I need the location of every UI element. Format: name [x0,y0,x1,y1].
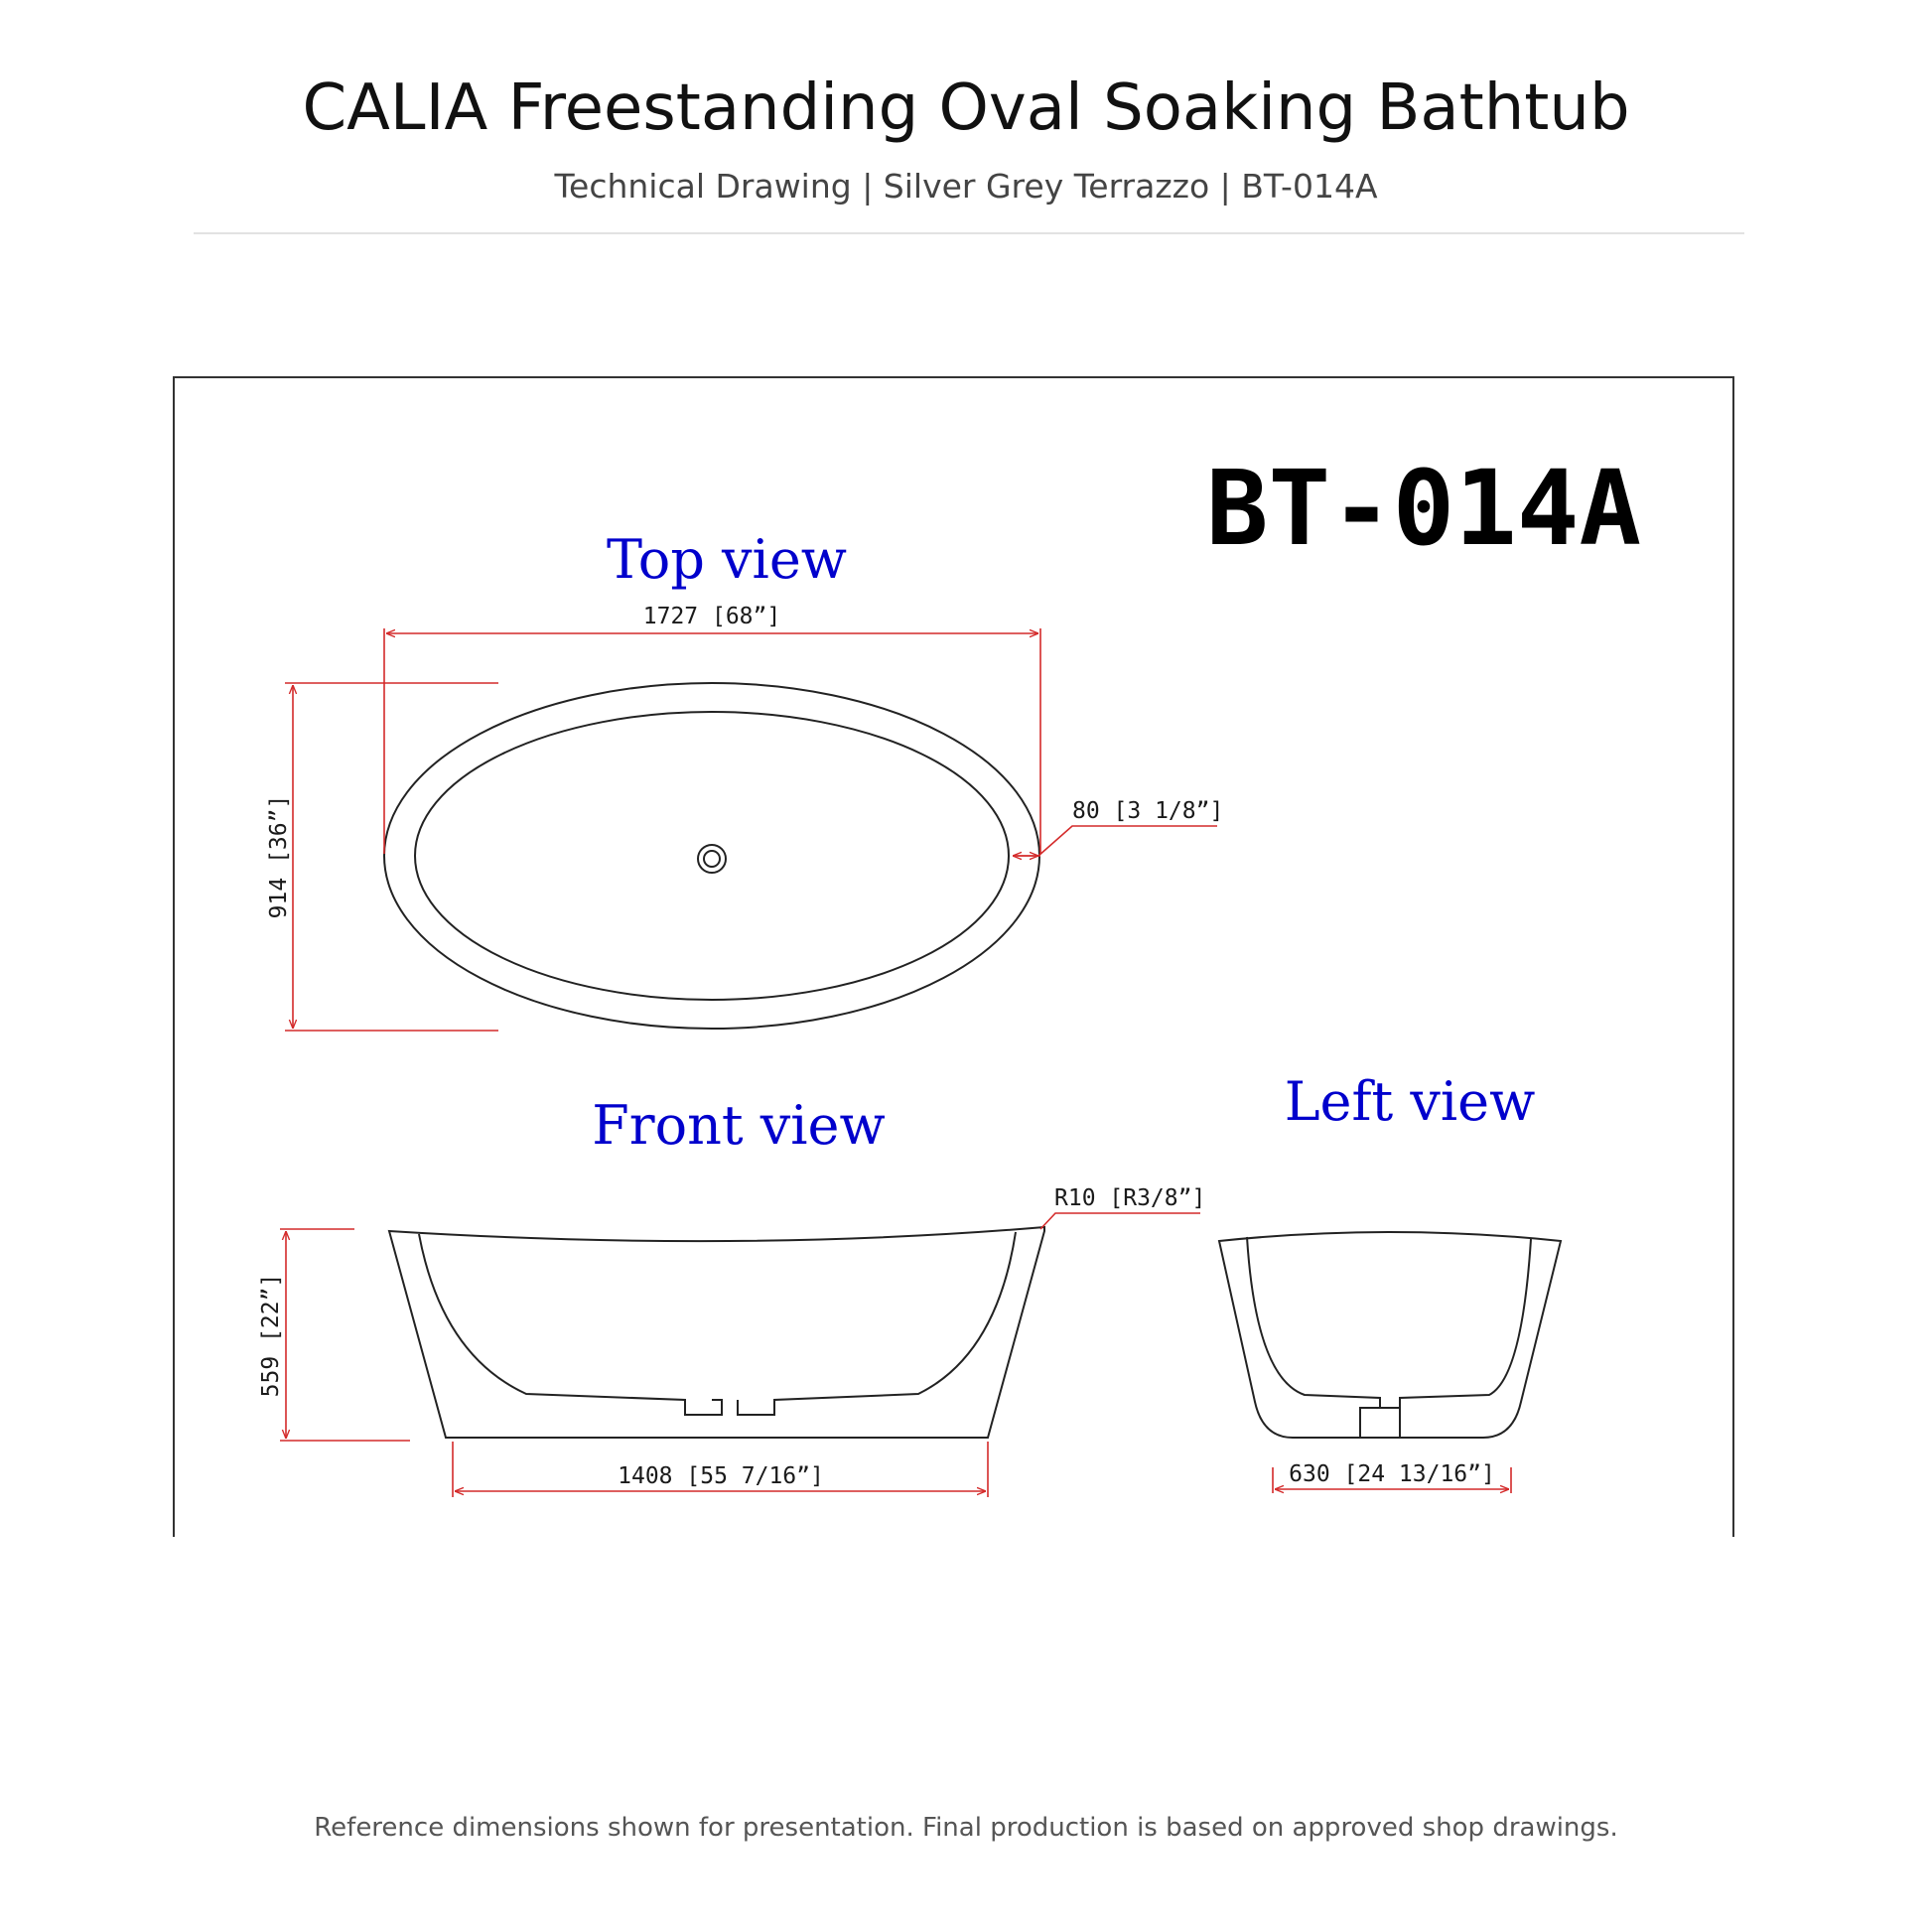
drain-inner-ring [703,850,721,868]
top-view: 1727 [68”] 914 [36”] 80 [3 1/8”] [266,604,1223,1032]
front-outer-profile [387,1225,1045,1439]
rim-radius-value: R10 [R3/8”] [1054,1185,1205,1211]
rim-radius-dimension: R10 [R3/8”] [1039,1185,1205,1230]
rim-thickness-dimension: 80 [3 1/8”] [1013,798,1223,856]
tub-inner-basin [414,711,1010,1001]
front-view-label: Front view [592,1094,885,1157]
top-width-value: 914 [36”] [266,795,292,919]
left-inner-basin [1246,1236,1532,1438]
front-base-dimension: 1408 [55 7/16”] [452,1442,989,1497]
drain-icon [697,844,727,874]
header-divider [194,232,1744,234]
top-width-dimension: 914 [36”] [266,682,498,1032]
page-title: CALIA Freestanding Oval Soaking Bathtub [302,71,1630,145]
left-base-value: 630 [24 13/16”] [1289,1461,1495,1487]
footer-note: Reference dimensions shown for presentat… [314,1813,1618,1843]
left-view-label: Left view [1285,1070,1536,1133]
top-view-label: Top view [607,528,847,591]
top-length-value: 1727 [68”] [643,604,780,629]
top-length-dimension: 1727 [68”] [383,604,1041,854]
drawing-frame [173,376,1734,1537]
front-height-value: 559 [22”] [258,1274,284,1398]
rim-thickness-value: 80 [3 1/8”] [1072,798,1223,824]
front-view: 559 [22”] 1408 [55 7/16”] R10 [R3/8”] [258,1185,1205,1497]
front-height-dimension: 559 [22”] [258,1228,410,1442]
left-base-dimension: 630 [24 13/16”] [1272,1461,1512,1493]
tub-outer-rim [383,682,1040,1030]
front-base-value: 1408 [55 7/16”] [618,1463,824,1489]
left-outer-profile [1217,1231,1563,1439]
page-subtitle: Technical Drawing | Silver Grey Terrazzo… [554,167,1378,206]
front-inner-basin [418,1231,1017,1416]
model-code: BT-014A [1206,448,1641,569]
left-view: 630 [24 13/16”] [1217,1231,1563,1493]
